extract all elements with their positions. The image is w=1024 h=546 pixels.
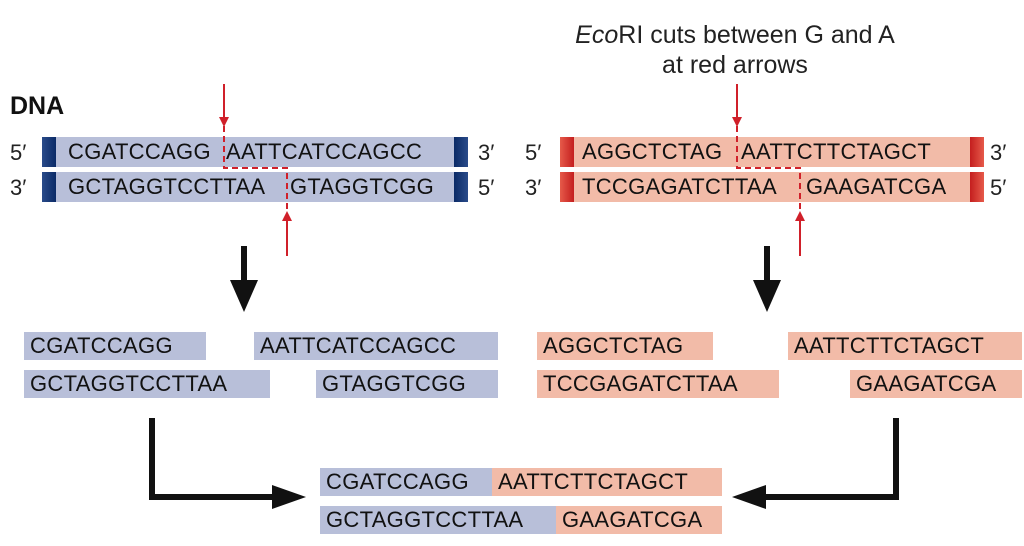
left-bottom-strand [42, 172, 468, 202]
left-bottom-5prime: 5′ [478, 175, 495, 200]
left-top-cap-left [42, 137, 56, 167]
right-bottom-seq-b: GAAGATCGA [806, 174, 947, 199]
left-top-seq-a: CGATCCAGG [68, 139, 211, 164]
caption-line1: RI cuts between G and A [618, 21, 895, 49]
left-down-arrow-head [230, 280, 258, 312]
left-top-5prime: 5′ [10, 140, 27, 165]
right-bottom-cap-left [560, 172, 574, 202]
left-join-arrow-head [272, 485, 306, 509]
ecori-caption: EcoRI cuts between G and A at red arrows [510, 20, 960, 80]
right-fragment2-bottom: GAAGATCGA [850, 370, 1022, 398]
right-fragment1-bottom: TCCGAGATCTTAA [537, 370, 779, 398]
right-fragment1-top: AGGCTCTAG [537, 332, 713, 360]
right-top-cap-left [560, 137, 574, 167]
right-top-3prime: 3′ [990, 140, 1007, 165]
right-join-arrow-head [732, 485, 766, 509]
left-bottom-3prime: 3′ [10, 175, 27, 200]
caption-italic: Eco [575, 21, 619, 49]
recombinant-bottom-blue: GCTAGGTCCTTAA [320, 506, 556, 534]
left-top-3prime: 3′ [478, 140, 495, 165]
right-top-seq-b: AATTCTTCTAGCT [741, 139, 932, 164]
left-fragment1-bottom: GCTAGGTCCTTAA [24, 370, 270, 398]
left-top-seq-b: AATTCATCCAGCC [226, 139, 423, 164]
left-top-strand [42, 137, 468, 167]
right-bottom-strand [560, 172, 984, 202]
left-fragment2-bottom: GTAGGTCGG [316, 370, 498, 398]
right-top-seq-a: AGGCTCTAG [582, 139, 723, 164]
left-fragment2-top: AATTCATCCAGCC [254, 332, 498, 360]
recombinant-top-blue: CGATCCAGG [320, 468, 492, 496]
right-down-arrow-head [753, 280, 781, 312]
left-bottom-seq-b: GTAGGTCGG [290, 174, 435, 199]
right-join-arrow-shaft [760, 418, 899, 500]
right-bottom-3prime: 3′ [525, 175, 542, 200]
right-bottom-seq-a: TCCGAGATCTTAA [582, 174, 777, 199]
right-bottom-5prime: 5′ [990, 175, 1007, 200]
dna-title: DNA [10, 92, 65, 120]
right-fragment2-top: AATTCTTCTAGCT [788, 332, 1022, 360]
left-bottom-cap-left [42, 172, 56, 202]
right-top-5prime: 5′ [525, 140, 542, 165]
recombinant-bottom-pink: GAAGATCGA [556, 506, 722, 534]
left-fragment1-top: CGATCCAGG [24, 332, 206, 360]
right-top-strand [560, 137, 984, 167]
left-join-arrow-shaft [149, 418, 278, 500]
recombinant-top-pink: AATTCTTCTAGCT [492, 468, 722, 496]
right-cut-path [736, 126, 801, 210]
left-cut-path [223, 126, 288, 210]
caption-line2: at red arrows [662, 51, 808, 79]
left-bottom-seq-a: GCTAGGTCCTTAA [68, 174, 266, 199]
